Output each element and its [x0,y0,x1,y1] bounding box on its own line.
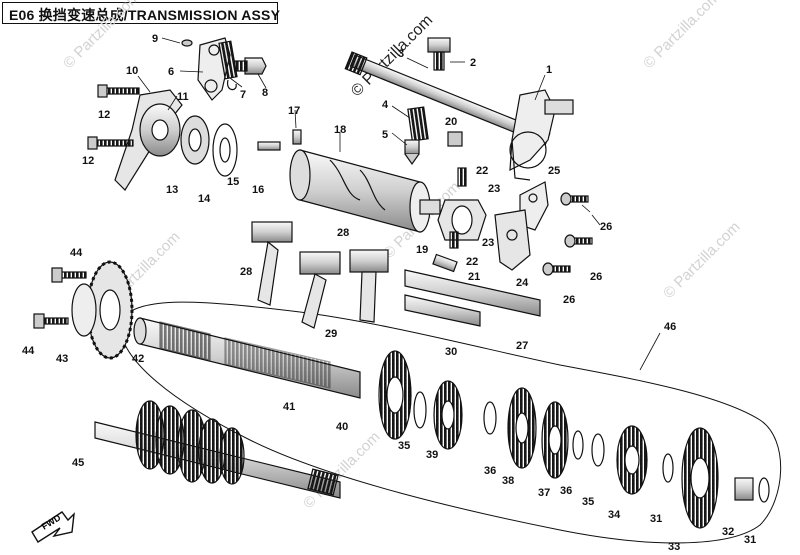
bolt-2 [427,37,451,71]
stopper-plate-24 [494,209,531,271]
shift-fork-28b [349,249,389,323]
washer-36a [483,401,497,435]
cam-plate-10 [114,89,183,191]
spring-4 [407,106,429,142]
screw-12a [97,84,140,98]
title-box: E06 换挡变速总成/TRANSMISSION ASSY [2,2,281,24]
bolt-44b [33,313,69,329]
bushing-32 [734,477,754,501]
screw-12b [87,136,134,150]
spring-22b [449,231,459,249]
washer-36b [572,430,584,460]
pin-5 [404,139,420,166]
washer-31b [758,477,770,503]
gear-33 [681,427,719,529]
shift-fork-28a [251,221,293,306]
countershaft-45 [94,400,341,499]
fork-shaft-27 [404,269,541,317]
gear-39 [433,380,463,450]
washer-35b [591,433,605,467]
pin-21 [432,253,458,273]
plate-43 [71,283,97,337]
gear-34 [616,425,648,495]
diagram-title: E06 换挡变速总成/TRANSMISSION ASSY [9,7,281,23]
shift-drum-18 [289,149,441,233]
drum-cam-19 [437,199,487,241]
washer-31a [662,453,674,483]
pin-17 [292,129,302,145]
screw-26b [564,234,593,248]
sprocket-42 [86,260,134,360]
spring-7 [218,40,238,91]
gear-38 [507,387,537,469]
gear-set-outline-46 [119,301,782,544]
gear-40 [378,350,412,440]
fork-shaft-30 [404,294,481,327]
drum-plate-13 [180,115,210,165]
screw-26a [560,192,589,206]
washer-15 [212,123,238,177]
fwd-arrow [31,511,75,543]
leader-lines [137,37,661,371]
pin-20 [447,131,463,147]
shift-shaft-1 [344,51,574,181]
bolt-8 [234,57,267,75]
washer-35a [413,391,427,429]
pin-16 [257,141,281,151]
shift-fork-29 [299,251,341,329]
spring-22a [457,167,467,187]
screw-26c [542,262,571,276]
bolt-44a [51,267,87,283]
main-shaft-41 [133,317,361,399]
washer-9 [181,39,193,47]
gear-37 [541,401,569,479]
